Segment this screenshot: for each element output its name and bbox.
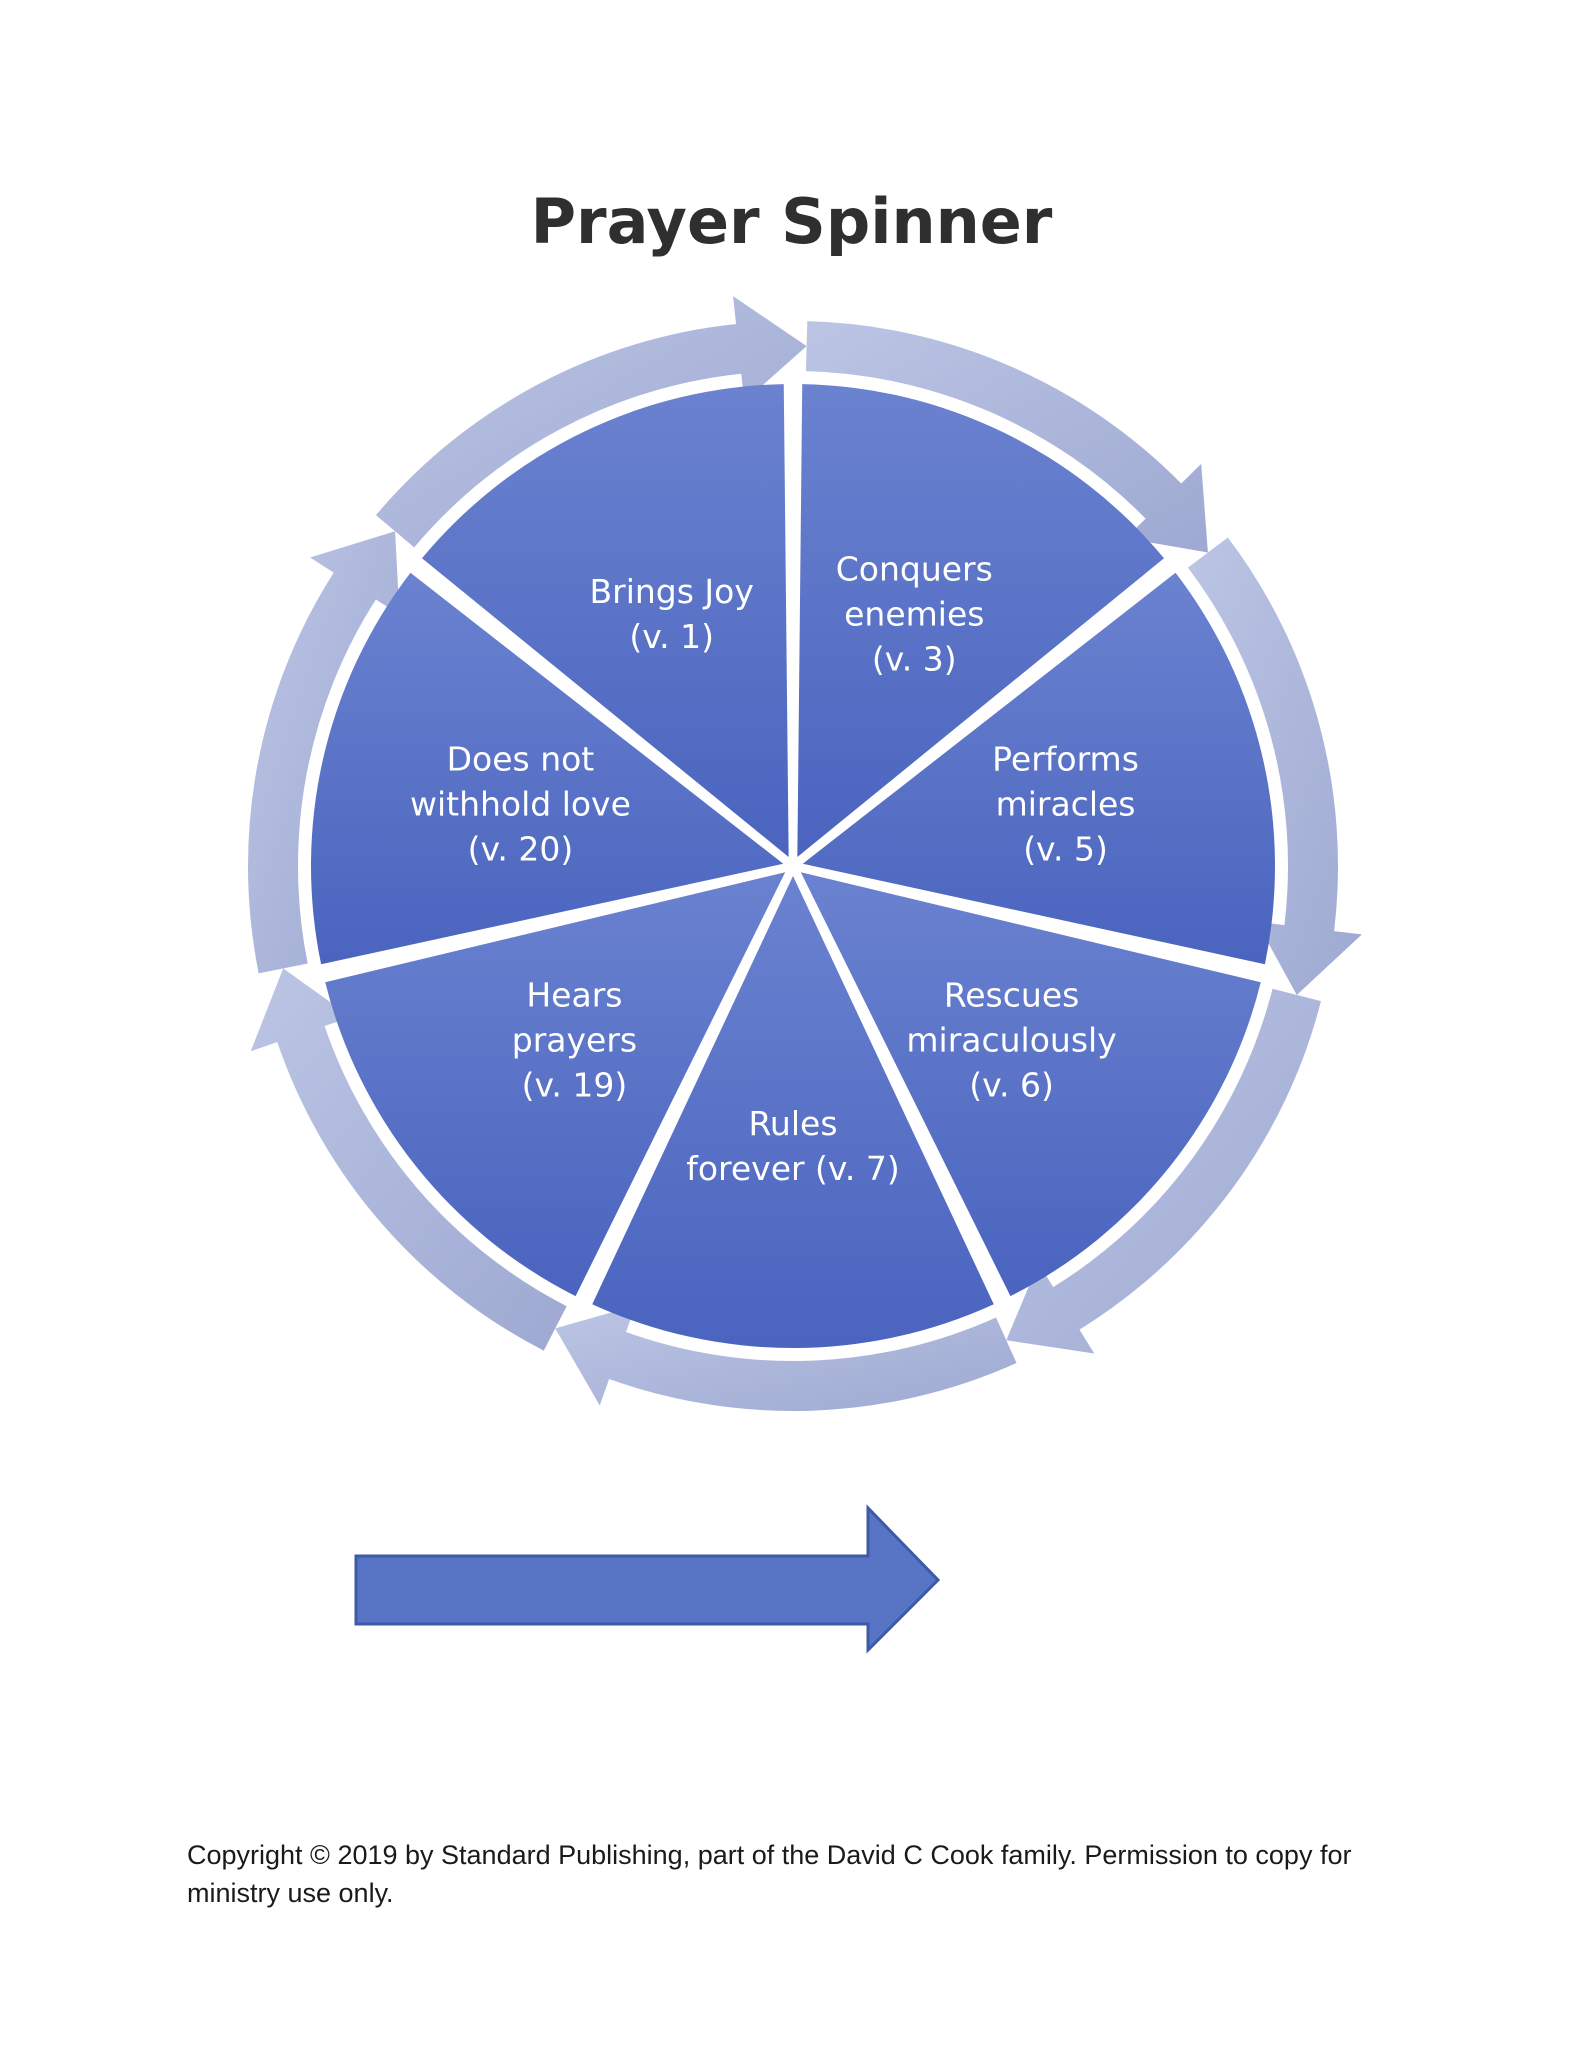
segment-label-line: (v. 6) xyxy=(969,1065,1054,1105)
ring-arrow-rules-forever xyxy=(555,1305,1017,1412)
segment-label-conquers-enemies: Conquers enemies (v. 3) xyxy=(784,547,1044,682)
segment-label-line: (v. 1) xyxy=(629,617,715,657)
segment-label-line: Does not xyxy=(446,739,595,779)
segment-label-line: Rescues xyxy=(943,975,1080,1015)
ring-arrow-does-not-withhold-love xyxy=(247,531,400,974)
segment-label-performs-miracles: Performs miracles (v. 5) xyxy=(936,736,1196,871)
segment-label-rescues-miraculously: Rescues miraculously (v. 6) xyxy=(882,973,1142,1108)
segment-label-line: (v. 3) xyxy=(871,639,957,679)
segment-label-hears-prayers: Hears prayers (v. 19) xyxy=(444,973,704,1108)
segment-conquers-enemies xyxy=(797,384,1165,857)
segment-label-line: Rules xyxy=(748,1103,838,1143)
segment-label-line: (v. 5) xyxy=(1023,829,1108,869)
ring-arrow-performs-miracles xyxy=(1187,537,1362,995)
segment-label-does-not-withhold-love: Does not withhold love (v. 20) xyxy=(390,736,650,871)
segment-label-brings-joy: Brings Joy (v. 1) xyxy=(542,569,802,659)
ring-arrow-hears-prayers xyxy=(250,968,567,1351)
segment-label-line: (v. 20) xyxy=(467,829,574,869)
page-title: Prayer Spinner xyxy=(530,185,1053,258)
segments xyxy=(310,384,1276,1348)
right-arrow-icon xyxy=(354,1504,941,1654)
segment-label-line: prayers xyxy=(511,1020,638,1060)
segment-rescues-miraculously xyxy=(800,872,1261,1297)
segment-performs-miracles xyxy=(802,572,1276,965)
segment-brings-joy xyxy=(421,384,789,857)
segment-label-line: Brings Joy xyxy=(589,572,754,612)
segment-label-line: withhold love xyxy=(409,784,631,824)
segment-label-line: miracles xyxy=(995,784,1136,824)
segment-label-line: Hears xyxy=(526,975,623,1015)
ring-arrow-brings-joy xyxy=(375,296,807,548)
ring-arrow-conquers-enemies xyxy=(805,321,1208,553)
segment-label-line: Conquers xyxy=(835,549,993,589)
segment-label-line: (v. 19) xyxy=(521,1065,628,1105)
segment-label-line: forever (v. 7) xyxy=(686,1148,900,1188)
segment-rules-forever xyxy=(592,876,994,1348)
copyright-notice: Copyright © 2019 by Standard Publishing,… xyxy=(187,1840,1352,1908)
segment-does-not-withhold-love xyxy=(310,572,784,965)
segment-label-line: miraculously xyxy=(906,1020,1117,1060)
segment-label-rules-forever: Rules forever (v. 7) xyxy=(663,1101,923,1191)
segment-label-line: Performs xyxy=(992,739,1139,779)
segment-label-line: enemies xyxy=(844,594,985,634)
ring-arrows xyxy=(247,296,1362,1412)
ring-arrow-rescues-miraculously xyxy=(1006,988,1321,1354)
segment-hears-prayers xyxy=(325,872,786,1297)
